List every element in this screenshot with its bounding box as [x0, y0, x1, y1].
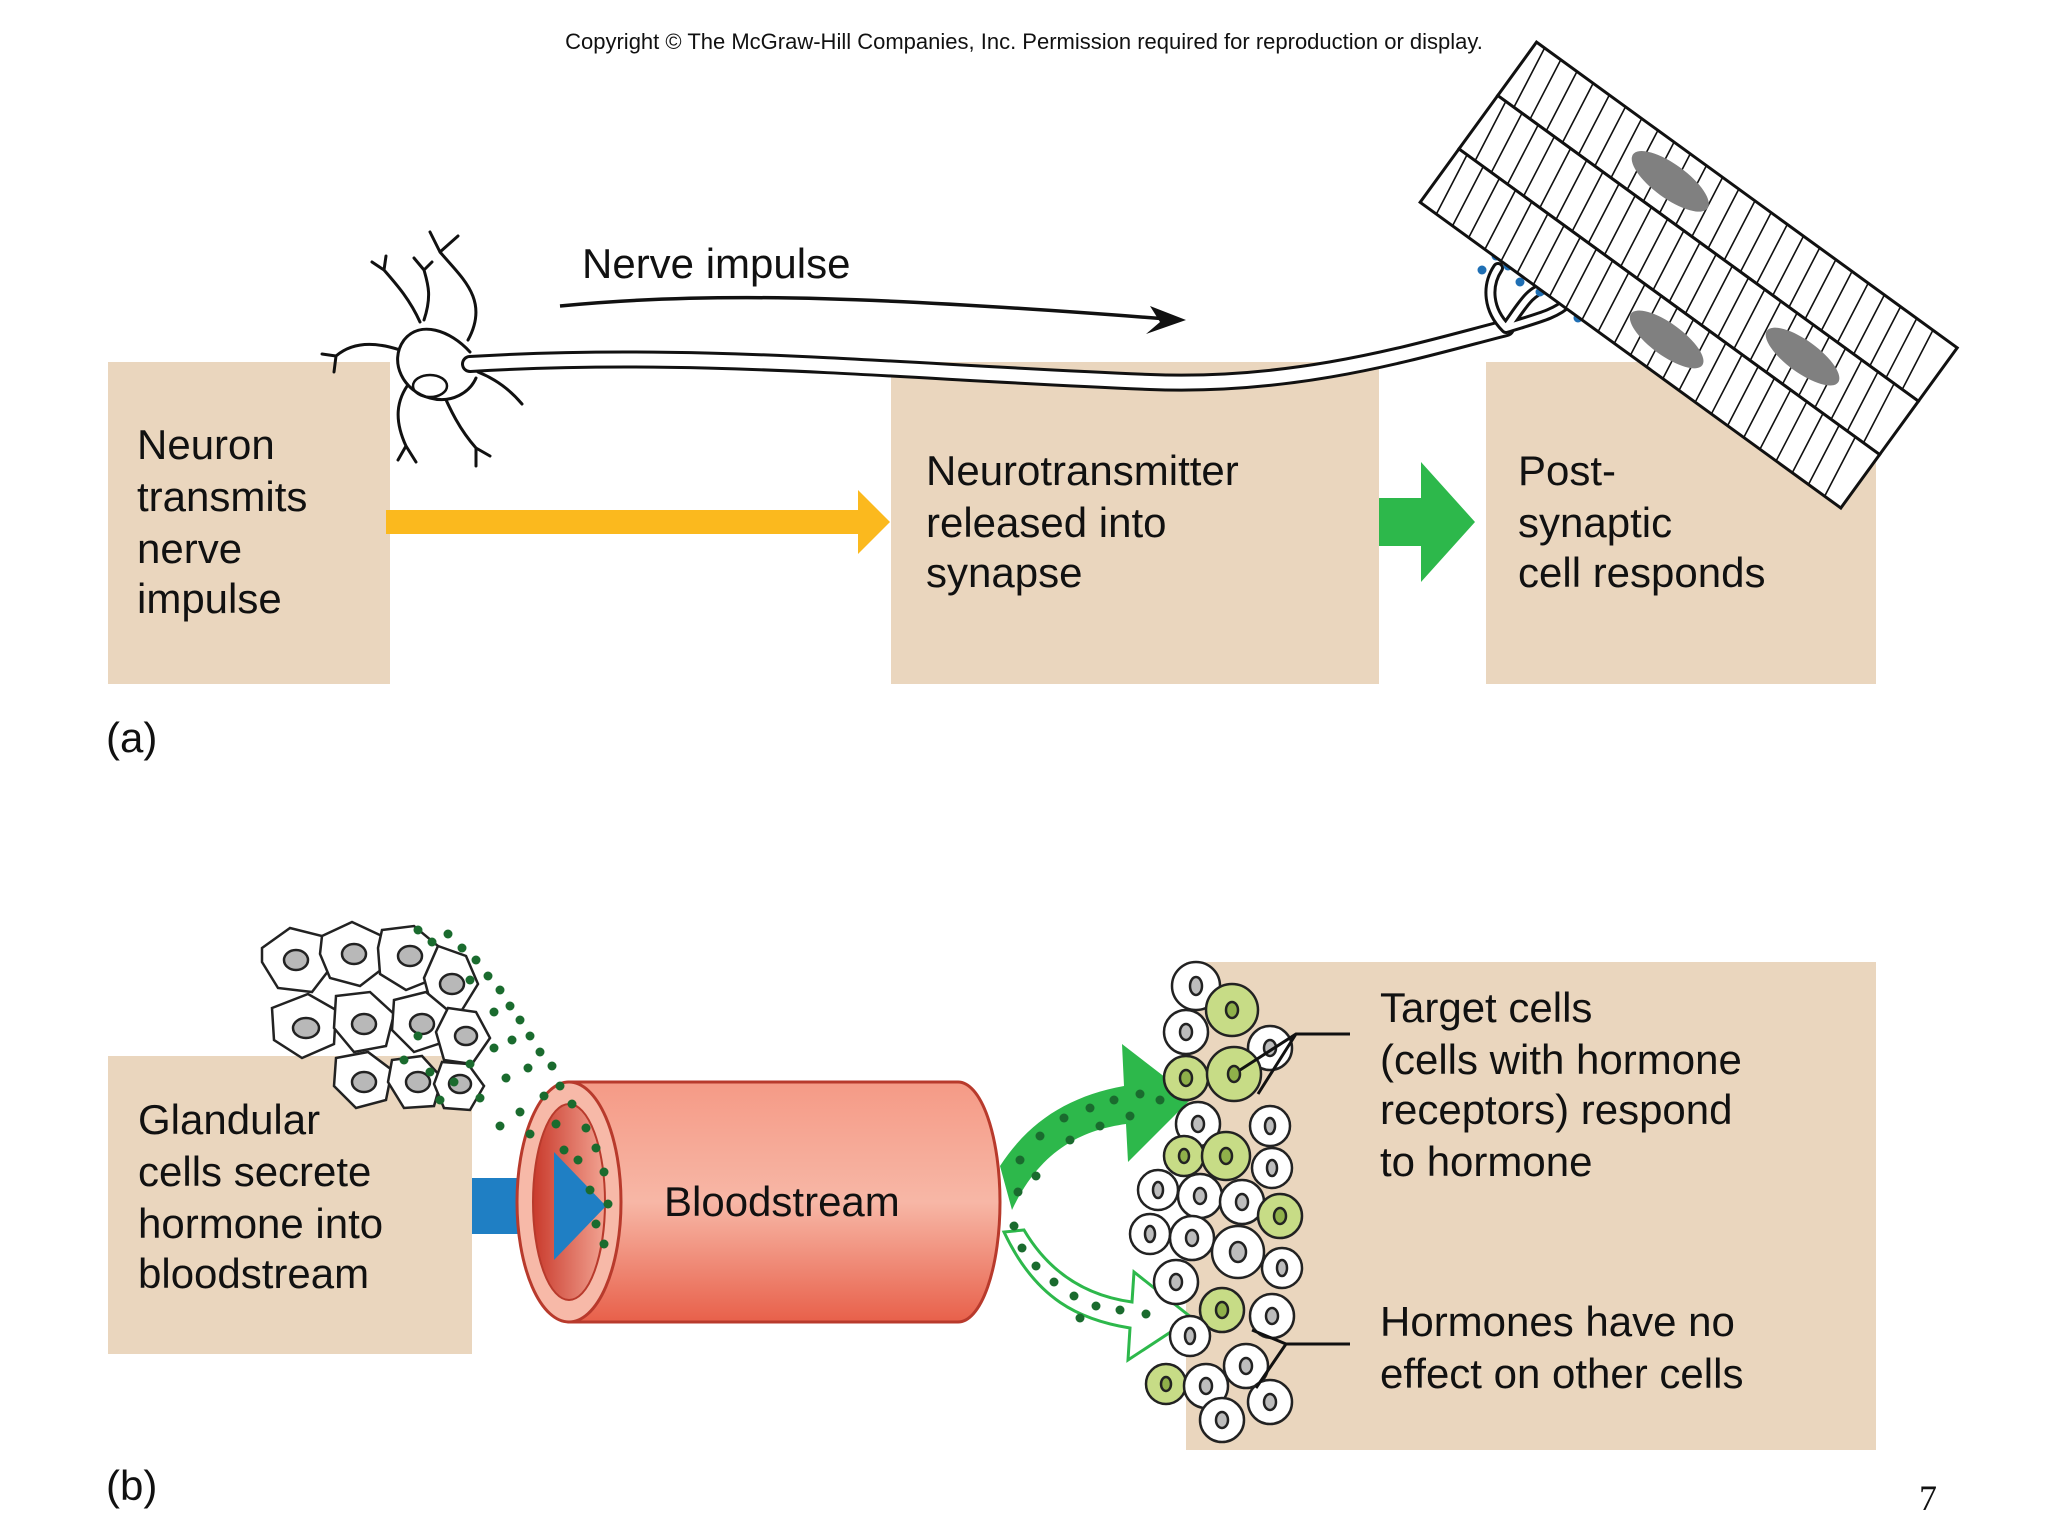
target-cells-line: (cells with hormone [1380, 1036, 1742, 1083]
box-neurotransmitter [891, 362, 1379, 684]
glandular-cell-cluster [260, 920, 492, 1112]
target-cells-line: to hormone [1380, 1138, 1592, 1185]
bloodstream-label: Bloodstream [664, 1178, 900, 1225]
gland-cell [332, 990, 396, 1054]
neurotransmitter-box-line: synapse [926, 549, 1082, 596]
box-target [1186, 962, 1876, 1450]
target-cells-line: receptors) respond [1380, 1086, 1733, 1133]
no-effect-line: Hormones have no [1380, 1298, 1735, 1345]
hormone-dots-nontarget [1009, 1221, 1151, 1323]
other-cell [1168, 1214, 1216, 1262]
green-nontarget-arrow [1001, 1228, 1195, 1363]
other-cell [1248, 1104, 1292, 1148]
postsynaptic-box-text: Post- synaptic cell responds [1518, 447, 1765, 596]
target-cell [1204, 982, 1260, 1038]
glandular-box-text: Glandular cells secrete hormone into blo… [138, 1096, 395, 1297]
hormone-dots-target [1013, 1089, 1165, 1197]
hormone-dots-secreted [399, 925, 613, 1249]
green-flow-arrow [1379, 462, 1475, 582]
target-cell [1256, 1192, 1304, 1240]
blue-arrow-head-over-vessel [554, 1152, 606, 1260]
other-cell [1218, 1178, 1266, 1226]
other-cell [1210, 1224, 1266, 1280]
target-cell [1162, 1134, 1206, 1178]
neurotransmitter-box-line: Neurotransmitter [926, 447, 1239, 494]
nerve-impulse-arrow [559, 295, 1181, 322]
glandular-box-line: hormone into [138, 1200, 383, 1247]
no-effect-text: Hormones have no effect on other cells [1380, 1298, 1747, 1397]
neuron-box-text: Neuron transmits nerve impulse [137, 421, 319, 622]
panel-a-label: (a) [106, 714, 157, 761]
other-cell [1260, 1246, 1304, 1290]
glandular-box-line: cells secrete [138, 1148, 371, 1195]
no-effect-leader [1251, 1328, 1350, 1389]
glandular-box-line: bloodstream [138, 1250, 369, 1297]
neurotransmitter-box-text: Neurotransmitter released into synapse [926, 447, 1250, 596]
yellow-flow-arrow [386, 490, 890, 554]
panel-a: Nerve impulse [106, 40, 1960, 761]
gland-cell [270, 992, 338, 1060]
other-cell [1222, 1342, 1270, 1390]
other-cell [1182, 1362, 1230, 1410]
other-cell [1136, 1168, 1180, 1212]
leader-lines [1239, 1032, 1350, 1389]
other-cell [1246, 1378, 1294, 1426]
glandular-box-line: Glandular [138, 1096, 320, 1143]
other-cell [1250, 1146, 1294, 1190]
box-neuron [108, 362, 390, 684]
neuron-box-line: impulse [137, 575, 282, 622]
nerve-impulse-label: Nerve impulse [582, 240, 850, 287]
gland-cell [332, 1050, 394, 1110]
target-cell [1200, 1130, 1252, 1182]
target-cells-text: Target cells (cells with hormone recepto… [1380, 984, 1753, 1185]
other-cell [1168, 1314, 1212, 1358]
target-cell [1144, 1362, 1188, 1406]
other-cell [1248, 1292, 1296, 1340]
nerve-impulse-arrowhead [1146, 306, 1186, 334]
copyright-notice: Copyright © The McGraw-Hill Companies, I… [565, 29, 1483, 54]
muscle-fibers [1418, 40, 1960, 511]
target-cell [1162, 1054, 1210, 1102]
gland-cell [432, 1060, 486, 1112]
muscle-fiber [1418, 146, 1882, 511]
postsynaptic-box-line: synaptic [1518, 499, 1672, 546]
panel-b: Bloodstream [106, 920, 1876, 1509]
other-cell [1176, 1172, 1224, 1220]
other-cell [1162, 1008, 1210, 1056]
postsynaptic-box-line: Post- [1518, 447, 1616, 494]
gland-cell [434, 1006, 492, 1066]
other-cell [1152, 1258, 1200, 1306]
neuron-nucleus [411, 373, 449, 399]
target-cells-leader [1239, 1032, 1350, 1095]
neuron-box-line: Neuron [137, 421, 275, 468]
target-tissue-cells [1128, 960, 1304, 1444]
target-cell [1198, 1286, 1246, 1334]
neuron-box-line: transmits [137, 473, 307, 520]
muscle-fiber [1495, 40, 1960, 404]
panel-b-label: (b) [106, 1462, 157, 1509]
neurotransmitter-box-line: released into [926, 499, 1167, 546]
target-cell [1205, 1045, 1263, 1103]
postsynaptic-box-line: cell responds [1518, 549, 1765, 596]
axon [461, 262, 1574, 392]
gland-cell [260, 926, 334, 994]
other-cell [1128, 1212, 1172, 1256]
gland-cell [422, 944, 480, 1012]
other-cell [1198, 1396, 1246, 1444]
neuron-illustration [320, 230, 524, 468]
blood-vessel [515, 1080, 1002, 1324]
page-number: 7 [1919, 1478, 1937, 1518]
neuron-box-line: nerve [137, 525, 242, 572]
target-cells-line: Target cells [1380, 984, 1592, 1031]
gland-cell [318, 920, 388, 988]
no-effect-line: effect on other cells [1380, 1350, 1743, 1397]
